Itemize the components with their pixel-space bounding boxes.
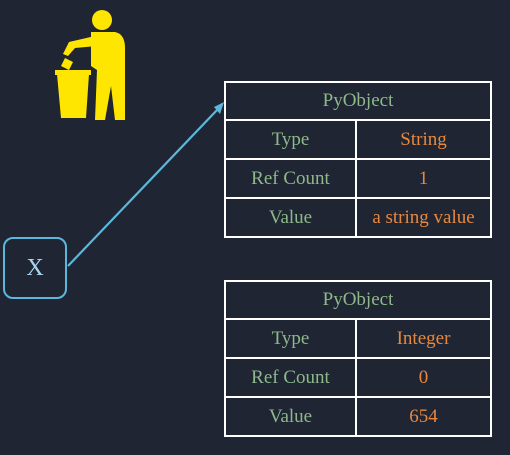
refcount-key: Ref Count [224, 357, 357, 398]
person-throwing-trash-icon [55, 10, 125, 120]
table-row: Ref Count 1 [224, 158, 492, 199]
variable-label: X [26, 254, 44, 281]
value-value: a string value [355, 197, 492, 238]
type-key: Type [224, 119, 357, 160]
table-row: Value a string value [224, 197, 492, 238]
value-key: Value [224, 396, 357, 437]
arrow-head-icon [214, 102, 224, 114]
pyobject-header: PyObject [224, 81, 492, 121]
table-row: Ref Count 0 [224, 357, 492, 398]
value-key: Value [224, 197, 357, 238]
pyobject-table-integer: PyObject Type Integer Ref Count 0 Value … [224, 280, 492, 437]
table-row: Value 654 [224, 396, 492, 437]
pyobject-table-string: PyObject Type String Ref Count 1 Value a… [224, 81, 492, 238]
type-key: Type [224, 318, 357, 359]
refcount-value: 0 [355, 357, 492, 398]
refcount-value: 1 [355, 158, 492, 199]
value-value: 654 [355, 396, 492, 437]
variable-box: X [3, 237, 67, 299]
refcount-key: Ref Count [224, 158, 357, 199]
type-value: Integer [355, 318, 492, 359]
type-value: String [355, 119, 492, 160]
table-row: Type Integer [224, 318, 492, 359]
pyobject-header: PyObject [224, 280, 492, 320]
table-row: Type String [224, 119, 492, 160]
